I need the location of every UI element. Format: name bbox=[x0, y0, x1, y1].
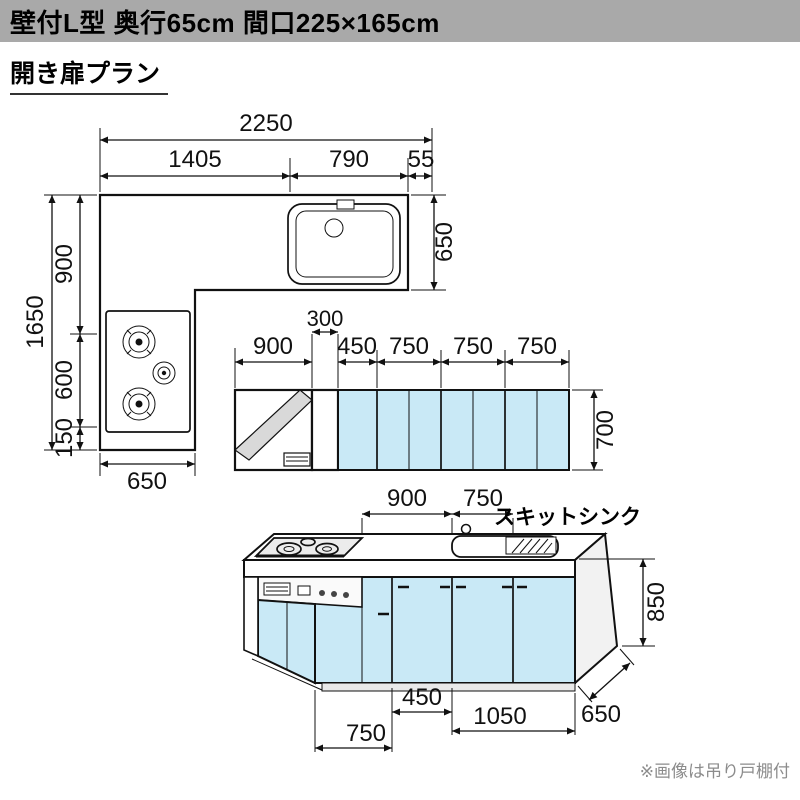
front-dim-top-900: 900 bbox=[387, 485, 427, 512]
elevation-dim-750a: 750 bbox=[389, 333, 429, 360]
sink-label: スキットシンク bbox=[494, 506, 641, 529]
burner-2 bbox=[152, 361, 176, 385]
plan-dim-depth-top: 900 bbox=[51, 244, 78, 284]
plan-subtitle: 開き扉プラン bbox=[10, 54, 169, 95]
plan-dim-depth-mid: 600 bbox=[51, 360, 78, 400]
elevation-dim-hood: 900 bbox=[253, 333, 293, 360]
burner-1 bbox=[122, 325, 156, 359]
filler-panel bbox=[310, 388, 340, 472]
plan-dim-depth-bottom: 150 bbox=[51, 418, 78, 458]
plan-dim-counter-depth: 650 bbox=[431, 222, 458, 262]
plan-counter-outline bbox=[98, 193, 410, 452]
wall-cabinets bbox=[337, 389, 570, 471]
countertop-edge bbox=[243, 559, 576, 578]
elevation-dim-filler: 300 bbox=[307, 306, 344, 331]
front-dim-450: 450 bbox=[402, 684, 442, 711]
leg-end-panel bbox=[243, 576, 259, 658]
front-view: 900 750 スキットシンク bbox=[241, 485, 670, 752]
plan-dimension-lines bbox=[48, 136, 438, 468]
header-bar: 壁付L型 奥行65cm 間口225×165cm bbox=[0, 0, 800, 42]
cooktop-control-panel bbox=[297, 585, 311, 596]
plan-dim-total-width: 2250 bbox=[239, 110, 292, 137]
front-cooktop bbox=[253, 537, 365, 558]
plan-dim-width-right: 790 bbox=[329, 146, 369, 173]
wall-cabinet-divisions bbox=[376, 390, 506, 470]
grill-door bbox=[263, 582, 291, 596]
plan-dim-width-left: 1405 bbox=[168, 146, 221, 173]
plan-dim-leg-width: 650 bbox=[127, 468, 167, 495]
right-end-panel bbox=[574, 531, 619, 686]
cooktop-knobs bbox=[319, 590, 349, 598]
door-handles bbox=[378, 585, 527, 616]
plan-sink bbox=[287, 199, 401, 285]
plan-dim-total-depth: 1650 bbox=[22, 295, 49, 348]
elevation-dimension-lines bbox=[235, 328, 598, 470]
burner-3 bbox=[122, 387, 156, 421]
toe-kick bbox=[321, 682, 576, 692]
plan-view: 2250 1405 790 55 1650 900 600 150 650 65… bbox=[22, 110, 458, 495]
elevation-dimension-extensions bbox=[234, 334, 603, 471]
hood-grille bbox=[283, 452, 311, 467]
elevation-dim-height: 700 bbox=[592, 410, 619, 450]
elevation-dim-450: 450 bbox=[337, 333, 377, 360]
elevation-dim-750c: 750 bbox=[517, 333, 557, 360]
elevation-view: 300 900 450 750 750 750 700 bbox=[233, 306, 619, 472]
footnote: ※画像は吊り戸棚付 bbox=[639, 762, 790, 781]
front-dim-depth: 650 bbox=[581, 701, 621, 728]
front-dim-top-750: 750 bbox=[463, 485, 503, 512]
page-title: 壁付L型 奥行65cm 間口225×165cm bbox=[10, 7, 440, 38]
front-door-divisions bbox=[391, 577, 514, 683]
wall-cabinet-door-gaps bbox=[408, 390, 538, 470]
dish-rack bbox=[505, 536, 557, 555]
elevation-dim-750b: 750 bbox=[453, 333, 493, 360]
plan-dim-width-gap: 55 bbox=[408, 146, 435, 173]
front-dim-height: 850 bbox=[643, 582, 670, 622]
plan-cooktop bbox=[105, 310, 191, 433]
front-dim-750: 750 bbox=[346, 720, 386, 747]
front-dim-1050: 1050 bbox=[473, 703, 526, 730]
